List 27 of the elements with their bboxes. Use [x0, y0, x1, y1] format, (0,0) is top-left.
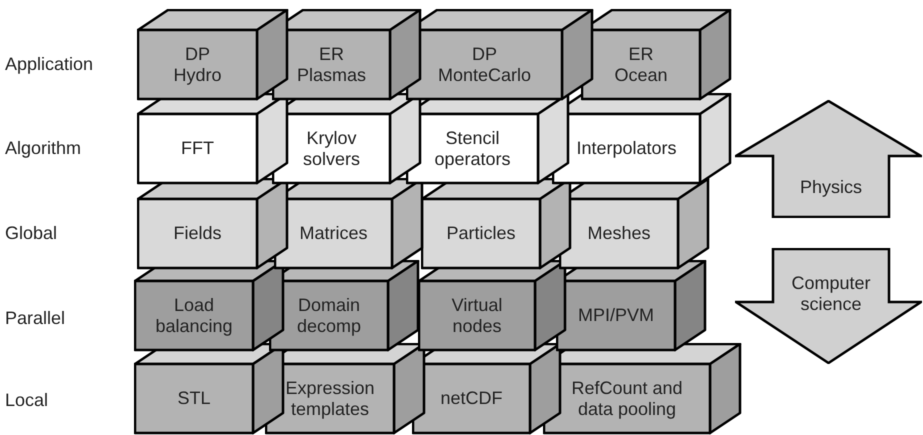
layer-label: Application: [5, 55, 94, 73]
cube-label: Meshes: [587, 223, 651, 244]
cube-label: netCDF: [440, 388, 502, 409]
cube-label: ER Plasmas: [296, 44, 368, 86]
cube-label: Expression templates: [284, 378, 376, 420]
cube-label: RefCount and data pooling: [570, 378, 684, 420]
cube-label: Krylov solvers: [302, 128, 361, 170]
cube-label: DP Hydro: [172, 44, 222, 86]
cube-label: STL: [177, 388, 210, 409]
cube-label: Virtual nodes: [450, 294, 504, 336]
cube-label: FFT: [181, 138, 214, 159]
cube-label: MPI/PVM: [578, 305, 654, 326]
layer-label: Global: [5, 224, 58, 242]
layer-label: Local: [5, 391, 48, 409]
arrow-label: Physics: [800, 176, 862, 198]
cube-label: Matrices: [299, 223, 368, 244]
layer-label: Algorithm: [5, 139, 82, 157]
cube-label: Load balancing: [154, 294, 234, 336]
cube-label: Particles: [446, 223, 516, 244]
arrow-label: Computer science: [790, 273, 872, 315]
cube-label: ER Ocean: [613, 44, 669, 86]
layer-label: Parallel: [5, 309, 66, 327]
cube-label: DP MonteCarlo: [436, 44, 532, 86]
cube-label: Fields: [173, 223, 222, 244]
cube-label: Domain decomp: [296, 294, 362, 336]
cube-label: Stencil operators: [433, 128, 512, 170]
cube-label: Interpolators: [576, 138, 677, 159]
